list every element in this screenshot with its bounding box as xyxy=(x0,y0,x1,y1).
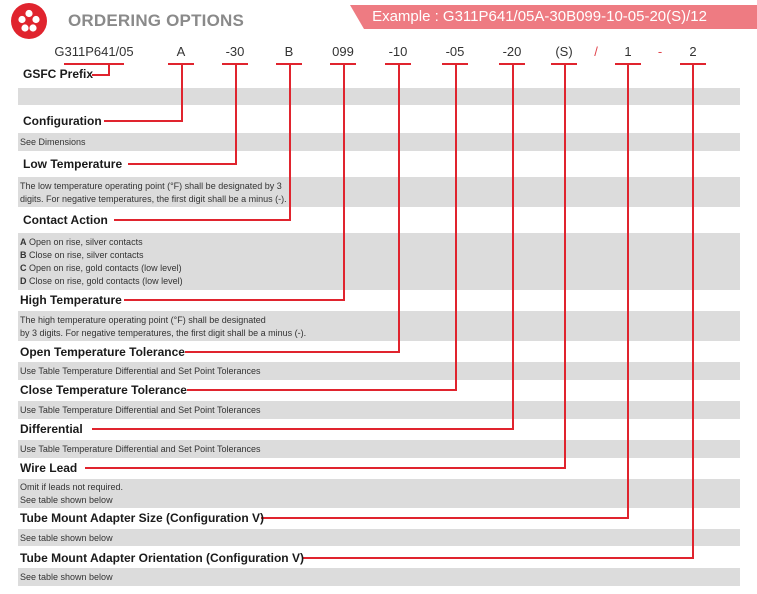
open-temperature-tolerance-label: Open Temperature Tolerance xyxy=(20,345,185,359)
description-band xyxy=(18,362,740,380)
connector-line xyxy=(124,299,345,301)
code-differential: -20 xyxy=(502,44,522,59)
wire-lead-label: Wire Lead xyxy=(20,461,78,475)
connector-line xyxy=(187,389,457,391)
company-logo xyxy=(11,3,47,39)
description-band xyxy=(18,311,740,341)
connector-line xyxy=(343,64,345,301)
connector-line xyxy=(564,64,566,469)
description-band xyxy=(18,88,740,105)
contact-action-description: A Open on rise, silver contacts B Close … xyxy=(20,236,183,288)
description-band xyxy=(18,233,740,290)
connector-line xyxy=(114,219,291,221)
code-open-tolerance: -10 xyxy=(388,44,408,59)
connector-line xyxy=(455,64,457,391)
connector-line xyxy=(92,428,514,430)
code-prefix: G311P641/05 xyxy=(54,44,134,59)
connector-line xyxy=(627,64,629,519)
contact-option: A Open on rise, silver contacts xyxy=(20,237,143,247)
gsfc-prefix-label: GSFC Prefix xyxy=(23,67,94,81)
connector-line xyxy=(108,64,110,75)
connector-line xyxy=(512,64,514,430)
code-separator-slash: / xyxy=(594,44,598,59)
code-contact-action: B xyxy=(284,44,294,59)
low-temperature-label: Low Temperature xyxy=(23,157,123,171)
description-band xyxy=(18,440,740,458)
code-separator-dash: - xyxy=(657,44,663,59)
connector-line xyxy=(92,74,110,76)
contact-option: C Open on rise, gold contacts (low level… xyxy=(20,263,182,273)
description-band xyxy=(18,529,740,546)
open-tolerance-description: Use Table Temperature Differential and S… xyxy=(20,366,261,376)
code-close-tolerance: -05 xyxy=(445,44,465,59)
connector-line xyxy=(289,64,291,221)
connector-line xyxy=(185,351,400,353)
close-tolerance-description: Use Table Temperature Differential and S… xyxy=(20,405,261,415)
high-temperature-description: The high temperature operating point (°F… xyxy=(20,315,307,338)
code-low-temperature: -30 xyxy=(225,44,245,59)
adapter-size-description: See table shown below xyxy=(20,533,113,543)
connector-line xyxy=(128,163,237,165)
tube-mount-adapter-size-label: Tube Mount Adapter Size (Configuration V… xyxy=(20,511,264,525)
differential-label: Differential xyxy=(20,422,83,436)
connector-line xyxy=(692,64,694,559)
code-adapter-orientation: 2 xyxy=(689,44,697,59)
page-title: ORDERING OPTIONS xyxy=(68,11,245,30)
code-underline xyxy=(64,63,124,65)
example-banner: Example : G311P641/05A-30B099-10-05-20(S… xyxy=(350,5,757,29)
code-configuration: A xyxy=(176,44,186,59)
adapter-orientation-description: See table shown below xyxy=(20,572,113,582)
close-temperature-tolerance-label: Close Temperature Tolerance xyxy=(20,383,187,397)
contact-option: B Close on rise, silver contacts xyxy=(20,250,144,260)
code-wire-lead: (S) xyxy=(555,44,573,59)
connector-line xyxy=(181,64,183,122)
connector-line xyxy=(235,64,237,165)
description-band xyxy=(18,133,740,151)
connector-line xyxy=(303,557,694,559)
connector-line xyxy=(104,120,183,122)
high-temperature-label: High Temperature xyxy=(20,293,122,307)
description-band xyxy=(18,479,740,508)
wire-lead-description: Omit if leads not required. See table sh… xyxy=(20,482,124,505)
connector-line xyxy=(398,64,400,353)
tube-mount-adapter-orientation-label: Tube Mount Adapter Orientation (Configur… xyxy=(20,551,304,565)
contact-action-label: Contact Action xyxy=(23,213,108,227)
description-band xyxy=(18,177,740,207)
contact-option: D Close on rise, gold contacts (low leve… xyxy=(20,276,183,286)
description-band xyxy=(18,401,740,419)
configuration-description: See Dimensions xyxy=(20,137,86,147)
differential-description: Use Table Temperature Differential and S… xyxy=(20,444,261,454)
connector-line xyxy=(261,517,629,519)
code-adapter-size: 1 xyxy=(624,44,632,59)
low-temperature-description: The low temperature operating point (°F)… xyxy=(20,181,287,204)
code-high-temperature: 099 xyxy=(332,44,354,59)
description-band xyxy=(18,568,740,586)
configuration-label: Configuration xyxy=(23,114,102,128)
example-code: Example : G311P641/05A-30B099-10-05-20(S… xyxy=(372,8,707,25)
connector-line xyxy=(85,467,566,469)
